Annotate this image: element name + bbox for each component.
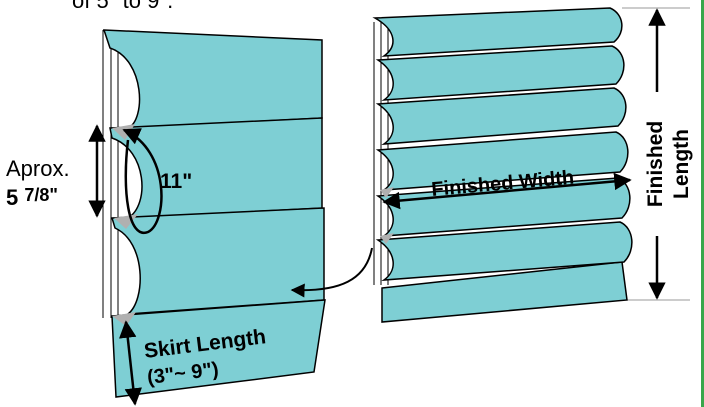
hem-marker-2 [114,214,138,229]
finished-length-label-1: Finished [644,121,667,207]
left-fold-3 [111,207,325,315]
top-caption: of 5" to 9". [72,0,173,13]
left-skirt [111,299,326,398]
hem-marker-3 [112,312,136,326]
fold-height-label: Aprox. [6,156,70,181]
right-fold-3 [375,45,625,101]
right-skirt [381,261,628,323]
left-fold-2 [109,117,323,219]
finished-length-label-2: Length [670,129,693,199]
fold-length-label: 11" [160,170,192,193]
left-shade [88,29,326,406]
fold-length-arrow [122,128,163,235]
finished-width-arrow [382,172,632,210]
right-shade [372,7,690,323]
right-fold-2 [372,7,623,57]
page-border-accent [701,0,704,407]
skirt-length-arrow [119,320,142,406]
pointer-arrow [290,247,373,298]
fold-height-value: 5 7/8" [6,185,58,210]
left-fold-1 [102,29,323,129]
hem-marker [380,233,394,244]
right-fold-4 [375,87,627,145]
right-fold-7 [375,221,633,281]
